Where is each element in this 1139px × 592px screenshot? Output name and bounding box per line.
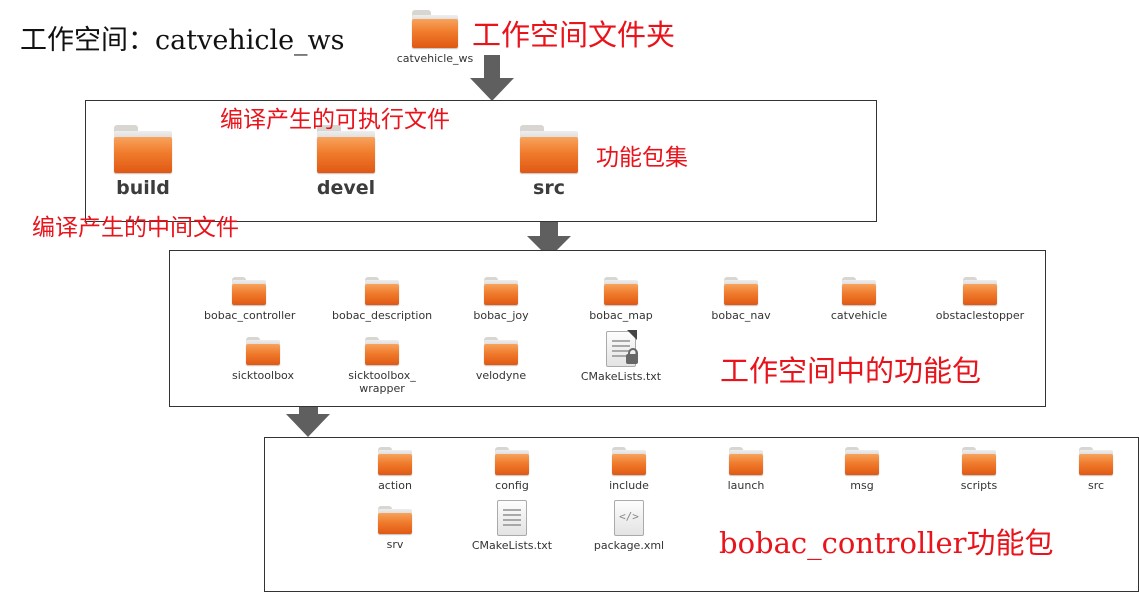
note-executable: 编译产生的可执行文件: [220, 107, 450, 133]
folder-velodyne[interactable]: velodyne: [461, 337, 541, 382]
folder-icon: [724, 277, 758, 305]
workspace-folder-note: 工作空间文件夹: [472, 18, 676, 52]
folder-bobac-controller[interactable]: bobac_controller: [204, 277, 296, 322]
workspace-title: 工作空间：catvehicle_ws: [20, 25, 345, 56]
folder-icon: [317, 125, 375, 173]
folder-label: src: [1087, 479, 1105, 492]
folder-label: srv: [386, 538, 404, 551]
file-package-xml[interactable]: </> package.xml: [584, 500, 674, 552]
folder-icon: [520, 125, 578, 173]
folder-icon: [1079, 447, 1113, 475]
folder-label: launch: [727, 479, 765, 492]
folder-build-label: build: [116, 177, 170, 199]
folder-icon: [963, 277, 997, 305]
folder-label: bobac_map: [589, 309, 653, 322]
folder-icon: [484, 337, 518, 365]
folder-label: catvehicle: [830, 309, 888, 322]
arrow-down-1: [470, 55, 514, 101]
folder-action[interactable]: action: [355, 447, 435, 492]
folder-devel-label: devel: [316, 177, 376, 199]
workspace-folder-label: catvehicle_ws: [396, 52, 474, 65]
xml-file-icon: </>: [614, 500, 644, 536]
folder-scripts[interactable]: scripts: [939, 447, 1019, 492]
folder-label: bobac_description: [332, 309, 433, 322]
folder-catvehicle[interactable]: catvehicle: [819, 277, 899, 322]
folder-include[interactable]: include: [589, 447, 669, 492]
folder-icon: [845, 447, 879, 475]
note-package-set: 功能包集: [596, 145, 688, 171]
folder-obstaclestopper[interactable]: obstaclestopper: [930, 277, 1030, 322]
arrow-down-2: [527, 212, 571, 258]
folder-bobac-map[interactable]: bobac_map: [581, 277, 661, 322]
file-cmakelists-src[interactable]: CMakeLists.txt: [576, 330, 666, 383]
folder-msg[interactable]: msg: [822, 447, 902, 492]
folder-src[interactable]: src: [509, 125, 589, 199]
src-box: [169, 250, 1046, 407]
folder-label: include: [609, 479, 649, 492]
file-label: CMakeLists.txt: [580, 370, 662, 383]
note-package: bobac_controller功能包: [719, 526, 1054, 560]
text-file-locked-icon: [606, 330, 638, 367]
folder-label: sicktoolbox: [232, 369, 294, 382]
workspace-folder[interactable]: catvehicle_ws: [395, 10, 475, 65]
folder-label: obstaclestopper: [935, 309, 1025, 322]
folder-src-label: src: [533, 177, 565, 199]
folder-label: bobac_nav: [711, 309, 771, 322]
folder-icon: [729, 447, 763, 475]
folder-icon: [962, 447, 996, 475]
folder-src-pkg[interactable]: src: [1056, 447, 1136, 492]
folder-sicktoolbox[interactable]: sicktoolbox: [223, 337, 303, 382]
file-label: package.xml: [593, 539, 665, 552]
folder-label: velodyne: [475, 369, 527, 382]
folder-label: action: [378, 479, 412, 492]
text-file-icon: [497, 500, 527, 536]
folder-icon: [365, 337, 399, 365]
file-label: CMakeLists.txt: [471, 539, 553, 552]
folder-config[interactable]: config: [472, 447, 552, 492]
folder-label: bobac_controller: [204, 309, 296, 322]
folder-srv[interactable]: srv: [355, 506, 435, 551]
folder-icon: [378, 506, 412, 534]
folder-icon: [495, 447, 529, 475]
folder-devel[interactable]: devel: [306, 125, 386, 199]
folder-label: scripts: [960, 479, 998, 492]
folder-bobac-joy[interactable]: bobac_joy: [461, 277, 541, 322]
note-workspace-packages: 工作空间中的功能包: [720, 354, 982, 388]
note-intermediate: 编译产生的中间文件: [32, 215, 239, 241]
folder-label: sicktoolbox_ wrapper: [348, 369, 416, 395]
folder-launch[interactable]: launch: [706, 447, 786, 492]
folder-build[interactable]: build: [103, 125, 183, 199]
folder-icon: [246, 337, 280, 365]
folder-label: bobac_joy: [473, 309, 529, 322]
folder-icon: [484, 277, 518, 305]
file-cmakelists-pkg[interactable]: CMakeLists.txt: [467, 500, 557, 552]
folder-icon: [604, 277, 638, 305]
workspace-box: [85, 100, 877, 222]
folder-label: msg: [850, 479, 874, 492]
folder-icon: [232, 277, 266, 305]
folder-icon: [365, 277, 399, 305]
folder-icon: [114, 125, 172, 173]
folder-label: config: [495, 479, 529, 492]
folder-sicktoolbox-wrapper[interactable]: sicktoolbox_ wrapper: [342, 337, 422, 395]
folder-icon: [612, 447, 646, 475]
folder-bobac-description[interactable]: bobac_description: [332, 277, 432, 322]
folder-icon: [842, 277, 876, 305]
folder-icon: [412, 10, 458, 48]
folder-icon: [378, 447, 412, 475]
folder-bobac-nav[interactable]: bobac_nav: [701, 277, 781, 322]
